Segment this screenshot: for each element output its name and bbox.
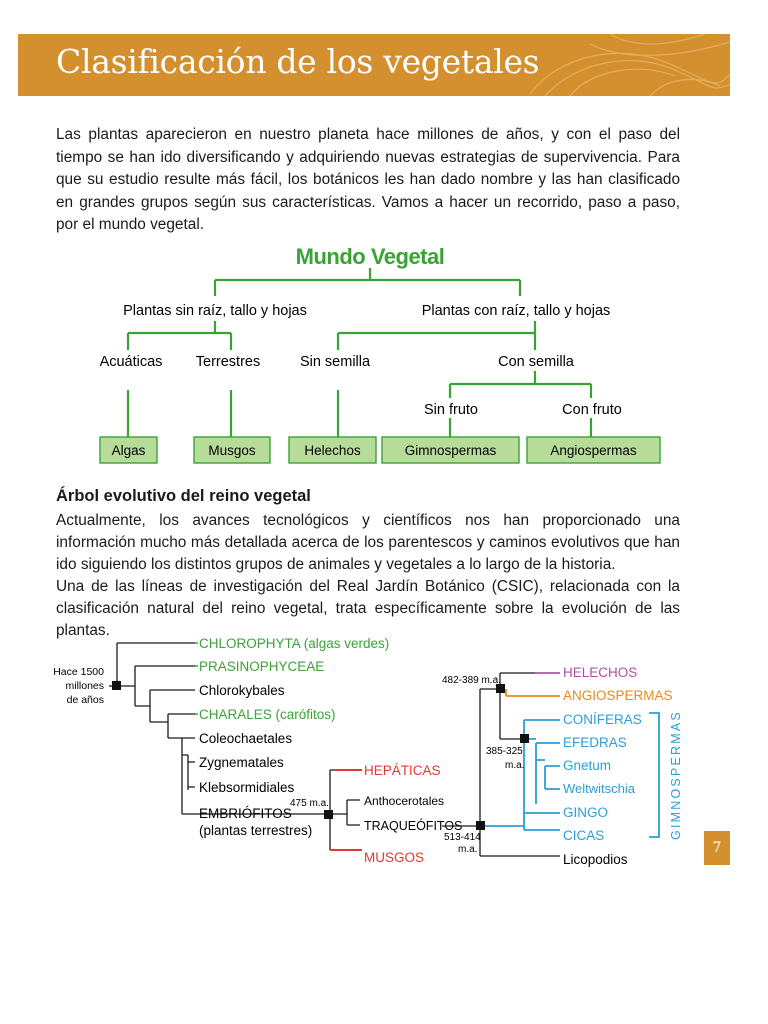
header-banner: Clasificación de los vegetales [18, 34, 730, 96]
taxon-sublabel: (plantas terrestres) [199, 823, 312, 838]
leaf-box [193, 436, 271, 464]
node-marker [112, 681, 121, 690]
taxon-label: EFEDRAS [563, 735, 627, 750]
taxon-label: CHARALES (carófitos) [199, 707, 336, 722]
page-number: 7 [704, 831, 730, 865]
leaf-box [288, 436, 377, 464]
leaf-box [99, 436, 158, 464]
tree-node: Plantas sin raíz, tallo y hojas [123, 303, 307, 319]
taxon-label: HELECHOS [563, 665, 637, 680]
node-age: m.a. [458, 844, 477, 855]
node-age: 385-325 [486, 746, 523, 757]
taxon-label: MUSGOS [364, 850, 424, 865]
taxon-label: Chlorokybales [199, 683, 285, 698]
tree-node: Plantas con raíz, tallo y hojas [422, 303, 611, 319]
taxon-label: PRASINOPHYCEAE [199, 659, 324, 674]
node-marker [324, 810, 333, 819]
classification-tree: Mundo Vegetal Plantas sin raíz, tallo y … [99, 244, 661, 464]
time-label: de años [67, 694, 104, 706]
time-label: Hace 1500 [53, 666, 104, 678]
node-age: m.a. [505, 760, 524, 771]
section-heading: Árbol evolutivo del reino vegetal [56, 487, 311, 505]
taxon-label: Licopodios [563, 852, 628, 867]
taxon-label: Anthocerotales [364, 794, 444, 808]
leaf-label: Musgos [208, 443, 256, 458]
tree-node: Con fruto [562, 402, 622, 418]
time-label: millones [65, 680, 104, 692]
taxon-label: CHLOROPHYTA (algas verdes) [199, 636, 389, 651]
leaf-box [381, 436, 520, 464]
intro-paragraph: Las plantas aparecieron en nuestro plane… [56, 126, 680, 234]
node-marker [520, 734, 529, 743]
tree-root: Mundo Vegetal [296, 244, 445, 269]
taxon-label: TRAQUEÓFITOS [364, 818, 462, 833]
taxon-label: EMBRIÓFITOS [199, 806, 292, 821]
leaf-label: Angiospermas [550, 443, 637, 458]
taxon-label: Zygnematales [199, 755, 284, 770]
node-age: 482-389 m.a. [442, 675, 501, 686]
tree-node: Sin fruto [424, 402, 478, 418]
taxon-label: HEPÁTICAS [364, 763, 441, 778]
taxon-label: CICAS [563, 828, 604, 843]
taxon-label: ANGIOSPERMAS [563, 688, 673, 703]
leaf-label: Gimnospermas [405, 443, 497, 458]
taxon-label: CONÍFERAS [563, 712, 642, 727]
tree-node: Acuáticas [100, 354, 163, 370]
node-age: 475 m.a. [290, 798, 329, 809]
node-age: 513-414 [444, 832, 481, 843]
section-paragraph: Actualmente, los avances tecnológicos y … [56, 512, 680, 573]
taxon-label: Klebsormidiales [199, 780, 295, 795]
leaf-label: Helechos [304, 443, 361, 458]
tree-node: Sin semilla [300, 354, 371, 370]
section-paragraph: Una de las líneas de investigación del R… [56, 578, 680, 639]
taxon-label: Weltwitschia [563, 781, 636, 796]
swirl-decoration [529, 34, 730, 96]
taxon-label: Coleochaetales [199, 731, 292, 746]
taxon-label: GINGO [563, 805, 608, 820]
tree-node: Con semilla [498, 354, 575, 370]
gimnospermas-bracket-label: GIMNOSPERMAS [669, 710, 683, 840]
page-title: Clasificación de los vegetales [56, 42, 540, 81]
tree-node: Terrestres [196, 354, 260, 370]
leaf-box [526, 436, 661, 464]
node-marker [476, 821, 485, 830]
node-marker [496, 684, 505, 693]
taxon-label: Gnetum [563, 758, 611, 773]
leaf-label: Algas [112, 443, 146, 458]
